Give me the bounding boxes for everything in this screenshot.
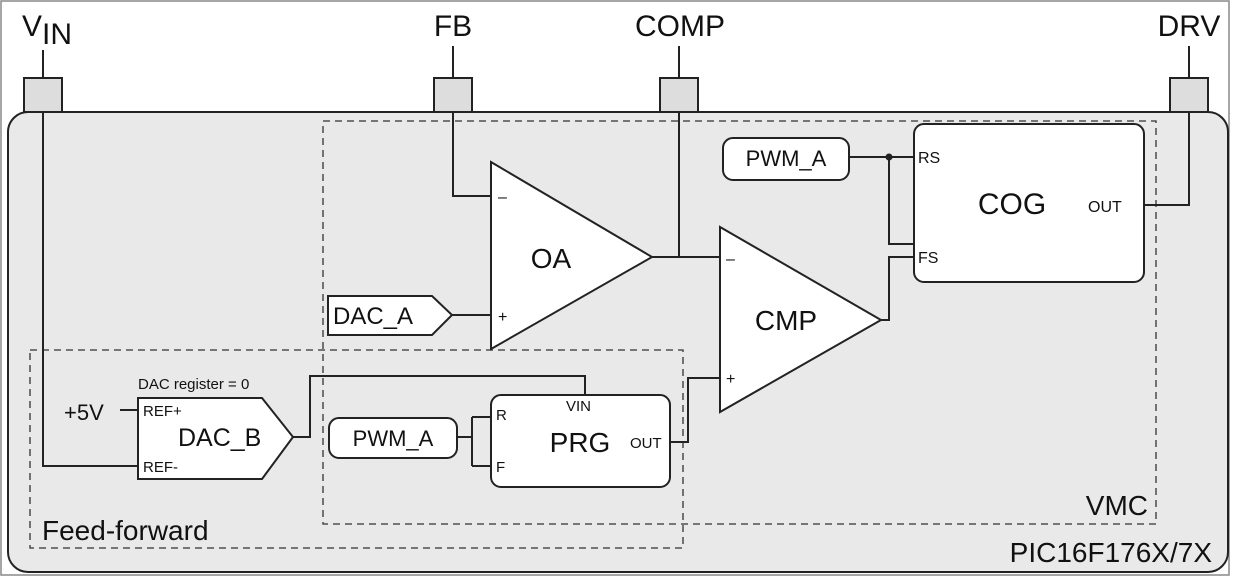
dac-b-to-prg-wire — [293, 375, 586, 438]
cog-rs: RS — [918, 150, 940, 167]
oa-minus: – — [498, 189, 507, 206]
feed-forward-region — [29, 349, 684, 549]
dac-b-block — [137, 397, 295, 480]
cog-out: OUT — [1088, 199, 1122, 216]
vin-to-dac-b-wire — [42, 112, 138, 467]
cmp-comparator — [719, 225, 884, 414]
oa-plus: + — [498, 309, 507, 326]
supply-label: +5V — [64, 400, 104, 425]
feed-forward-label: Feed-forward — [42, 515, 209, 546]
vmc-region — [322, 120, 1157, 525]
fb-pin — [433, 77, 473, 113]
dac-b-ref-minus: REF- — [143, 459, 178, 476]
dac-b-note: DAC register = 0 — [138, 376, 249, 393]
fb-wire — [452, 112, 491, 197]
drv-pin — [1169, 77, 1209, 113]
cmp-to-fs-wire — [881, 256, 914, 321]
vin-pin — [23, 77, 63, 113]
prg-out: OUT — [630, 435, 662, 452]
vmc-label: VMC — [1086, 490, 1148, 521]
cog-label: COG — [978, 188, 1046, 221]
pwm-a-top-block — [722, 137, 850, 181]
dac-b-label: DAC_B — [178, 424, 261, 452]
cmp-plus: + — [726, 371, 735, 388]
pwm-a-bottom-label: PWM_A — [353, 426, 434, 451]
cmp-minus: – — [726, 251, 735, 268]
dac-a-block — [327, 295, 454, 336]
drv-label: DRV — [1158, 10, 1221, 43]
dac-b-ref-plus: REF+ — [143, 403, 182, 420]
cmp-label: CMP — [755, 305, 817, 336]
comp-label: COMP — [635, 10, 725, 43]
comp-pin — [659, 77, 699, 113]
junction-dot — [885, 153, 893, 161]
prg-r: R — [496, 407, 507, 424]
prg-to-cmp-wire — [670, 377, 720, 443]
prg-block — [490, 394, 671, 488]
oa-amplifier — [490, 160, 654, 351]
cog-block — [913, 123, 1145, 283]
prg-f: F — [496, 459, 505, 476]
prg-label: PRG — [550, 427, 611, 458]
prg-rf-wires — [472, 416, 491, 467]
cog-to-drv-wire — [1144, 112, 1190, 206]
vin-label: VIN — [22, 10, 72, 51]
cog-fs: FS — [918, 250, 938, 267]
chip-name: PIC16F176X/7X — [1010, 537, 1213, 568]
pwm-to-fs-wire — [888, 157, 914, 245]
fb-label: FB — [434, 10, 472, 43]
oa-label: OA — [531, 243, 572, 274]
pwm-a-top-label: PWM_A — [746, 146, 827, 171]
prg-vin: VIN — [566, 398, 591, 415]
dac-a-label: DAC_A — [333, 303, 413, 330]
pwm-a-bottom-block — [328, 417, 458, 459]
